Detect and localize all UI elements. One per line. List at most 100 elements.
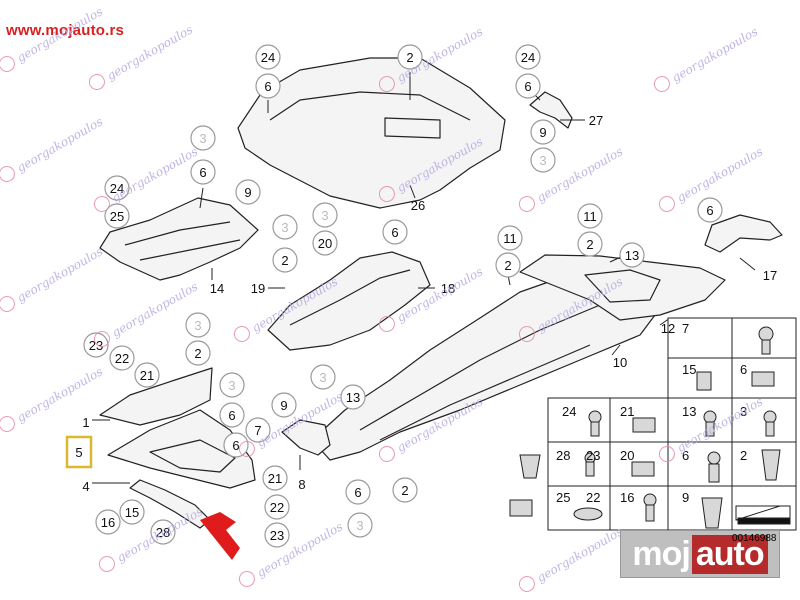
part-5-front-shield xyxy=(107,409,256,489)
svg-text:21: 21 xyxy=(140,368,154,383)
svg-text:2: 2 xyxy=(281,253,288,268)
part-10-ribs xyxy=(359,304,601,441)
svg-text:21: 21 xyxy=(268,471,282,486)
callout-23: 23 xyxy=(264,522,290,548)
site-url: www.mojauto.rs xyxy=(6,22,125,39)
legend-label-25: 25 xyxy=(556,490,570,505)
legend-label-3: 3 xyxy=(740,404,747,419)
legend-label-20: 20 xyxy=(620,448,634,463)
part-26-detail xyxy=(269,91,471,139)
highlight-box xyxy=(65,435,93,469)
callout-6: 6 xyxy=(223,432,249,458)
svg-text:3: 3 xyxy=(228,378,235,393)
svg-text:3: 3 xyxy=(319,370,326,385)
callout-24: 24 xyxy=(515,44,541,70)
svg-text:25: 25 xyxy=(110,209,124,224)
callout-25: 25 xyxy=(104,203,130,229)
callout-9: 9 xyxy=(530,119,556,145)
svg-text:8: 8 xyxy=(298,477,305,492)
part-14-panel xyxy=(99,197,259,281)
svg-text:6: 6 xyxy=(228,408,235,423)
callout-3: 3 xyxy=(347,512,373,538)
callout-6: 6 xyxy=(382,219,408,245)
fastener-icons xyxy=(509,326,791,529)
callout-9: 9 xyxy=(235,179,261,205)
callout-3: 3 xyxy=(312,202,338,228)
svg-text:20: 20 xyxy=(318,236,332,251)
callout-7: 7 xyxy=(245,417,271,443)
callout-13: 13 xyxy=(619,242,645,268)
callout-3: 3 xyxy=(190,125,216,151)
legend-label-6: 6 xyxy=(682,448,689,463)
callout-10: 10 xyxy=(613,355,627,370)
svg-text:5: 5 xyxy=(75,445,82,460)
svg-text:27: 27 xyxy=(589,113,603,128)
svg-text:13: 13 xyxy=(346,390,360,405)
callout-6: 6 xyxy=(190,159,216,185)
part-5-detail xyxy=(149,439,236,473)
callout-11: 11 xyxy=(577,203,603,229)
svg-text:24: 24 xyxy=(261,50,275,65)
part-26-engine-shield xyxy=(237,57,506,209)
callout-19: 19 xyxy=(251,281,265,296)
callout-2: 2 xyxy=(392,477,418,503)
svg-text:14: 14 xyxy=(210,281,224,296)
callout-21: 21 xyxy=(262,465,288,491)
legend-label-7: 7 xyxy=(682,321,689,336)
callout-8: 8 xyxy=(298,477,305,492)
svg-text:10: 10 xyxy=(613,355,627,370)
svg-text:7: 7 xyxy=(254,423,261,438)
svg-text:23: 23 xyxy=(270,528,284,543)
highlight-arrow xyxy=(200,512,240,560)
callout-26: 26 xyxy=(411,198,425,213)
part-27-bracket xyxy=(529,91,573,129)
svg-text:24: 24 xyxy=(110,181,124,196)
svg-text:1: 1 xyxy=(82,415,89,430)
legend-label-2: 2 xyxy=(740,448,747,463)
callout-4: 4 xyxy=(82,479,89,494)
callout-14: 14 xyxy=(210,281,224,296)
svg-text:15: 15 xyxy=(125,505,139,520)
svg-text:6: 6 xyxy=(706,203,713,218)
svg-text:24: 24 xyxy=(521,50,535,65)
callout-12: 12 xyxy=(661,321,675,336)
svg-text:22: 22 xyxy=(270,500,284,515)
svg-text:22: 22 xyxy=(115,351,129,366)
svg-text:28: 28 xyxy=(156,525,170,540)
svg-text:3: 3 xyxy=(356,518,363,533)
callout-22: 22 xyxy=(109,345,135,371)
svg-text:2: 2 xyxy=(406,50,413,65)
part-12-detail xyxy=(584,269,661,303)
callout-11: 11 xyxy=(497,225,523,251)
callout-16: 16 xyxy=(95,509,121,535)
callout-24: 24 xyxy=(104,175,130,201)
part-1-deflector xyxy=(99,367,213,426)
callout-3: 3 xyxy=(530,147,556,173)
callout-3: 3 xyxy=(219,372,245,398)
part-17-bracket xyxy=(704,214,783,253)
callout-13: 13 xyxy=(340,384,366,410)
svg-text:6: 6 xyxy=(232,438,239,453)
callout-6: 6 xyxy=(255,73,281,99)
callout-2: 2 xyxy=(397,44,423,70)
svg-text:17: 17 xyxy=(763,268,777,283)
svg-text:2: 2 xyxy=(401,483,408,498)
callout-1: 1 xyxy=(82,415,89,430)
svg-text:6: 6 xyxy=(264,79,271,94)
callout-6: 6 xyxy=(515,73,541,99)
callout-2: 2 xyxy=(272,247,298,273)
svg-text:23: 23 xyxy=(89,338,103,353)
callout-20: 20 xyxy=(312,230,338,256)
part-18-detail xyxy=(289,269,411,326)
legend-label-13: 13 xyxy=(682,404,696,419)
legend-label-9: 9 xyxy=(682,490,689,505)
svg-text:3: 3 xyxy=(194,318,201,333)
diagram-reference-number: 00146988 xyxy=(732,533,777,544)
svg-text:6: 6 xyxy=(354,485,361,500)
legend-label-24: 24 xyxy=(562,404,576,419)
callout-3: 3 xyxy=(272,214,298,240)
callout-2: 2 xyxy=(577,231,603,257)
svg-text:4: 4 xyxy=(82,479,89,494)
